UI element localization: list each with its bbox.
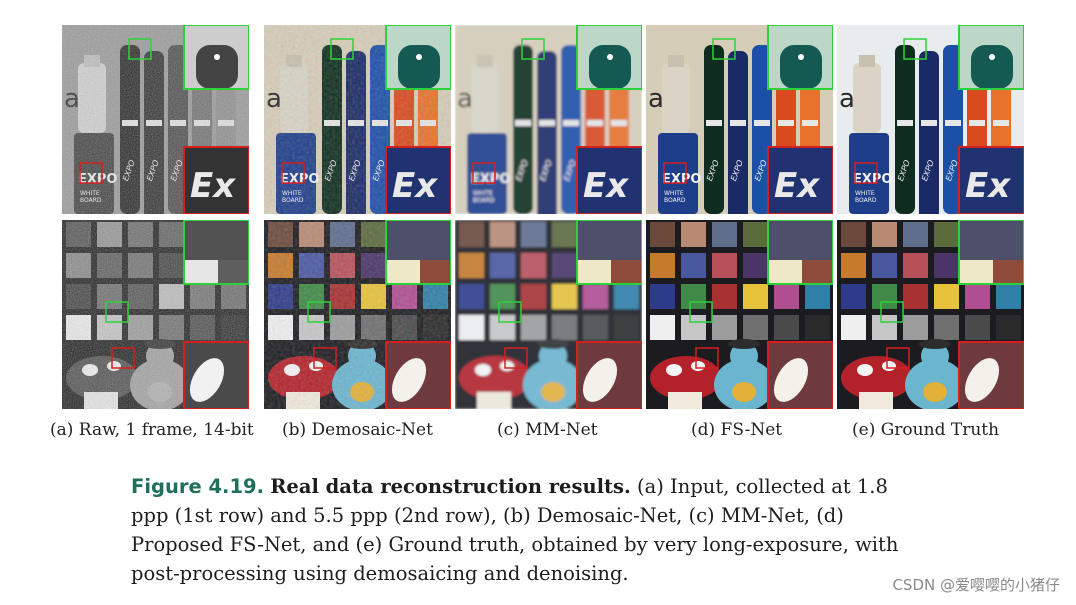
svg-text:EXPO: EXPO [853,172,892,187]
subcaption-mm-net: (c) MM-Net [497,420,598,440]
svg-text:a: a [648,84,664,114]
svg-text:WHITE: WHITE [473,190,493,197]
panel-colorchecker-fs-net [646,220,833,409]
caption: Figure 4.19. Real data reconstruction re… [131,472,931,588]
panel-colorchecker-ground-truth [837,220,1024,409]
subcaption-demosaic-net: (b) Demosaic-Net [282,420,433,440]
panel-markers-mm-net: aEXPOWHITEBOARDEXPOEXPOEXPOEXPOEXPOEx [455,25,642,214]
watermark: CSDN @爱嘤嘤的小猪仔 [892,576,1060,594]
svg-text:Ex: Ex [583,166,629,206]
svg-text:Ex: Ex [392,166,438,206]
subcaption-fs-net: (d) FS-Net [691,420,783,440]
svg-text:WHITE: WHITE [664,190,684,197]
svg-text:BOARD: BOARD [855,197,877,204]
svg-text:BOARD: BOARD [473,197,495,204]
panel-markers-fs-net: aEXPOWHITEBOARDEXPOEXPOEXPOEXPOEXPOEx [646,25,833,214]
figure-caption-body: (a) Input, collected at 1.8 ppp (1st row… [131,475,899,585]
panel-colorchecker-mm-net [455,220,642,409]
figure-label: Figure 4.19. [131,475,264,498]
svg-text:a: a [839,84,855,114]
subcaption-raw: (a) Raw, 1 frame, 14-bit [50,420,254,440]
svg-text:EXPO: EXPO [662,172,701,187]
panel-colorchecker-demosaic-net [264,220,451,409]
svg-text:WHITE: WHITE [855,190,875,197]
panel-markers-raw: aEXPOWHITEBOARDEXPOEXPOEXPOEXPOEXPOEx [62,25,249,214]
subcaption-ground-truth: (e) Ground Truth [852,420,1000,440]
svg-text:Ex: Ex [190,166,236,206]
figure-title: Real data reconstruction results. [270,475,631,498]
svg-text:Ex: Ex [965,166,1011,206]
panel-markers-ground-truth: aEXPOWHITEBOARDEXPOEXPOEXPOEXPOEXPOEx [837,25,1024,214]
panel-markers-demosaic-net: aEXPOWHITEBOARDEXPOEXPOEXPOEXPOEXPOEx [264,25,451,214]
svg-text:a: a [457,84,473,114]
panel-colorchecker-raw [62,220,249,409]
svg-text:BOARD: BOARD [664,197,686,204]
svg-text:Ex: Ex [774,166,820,206]
